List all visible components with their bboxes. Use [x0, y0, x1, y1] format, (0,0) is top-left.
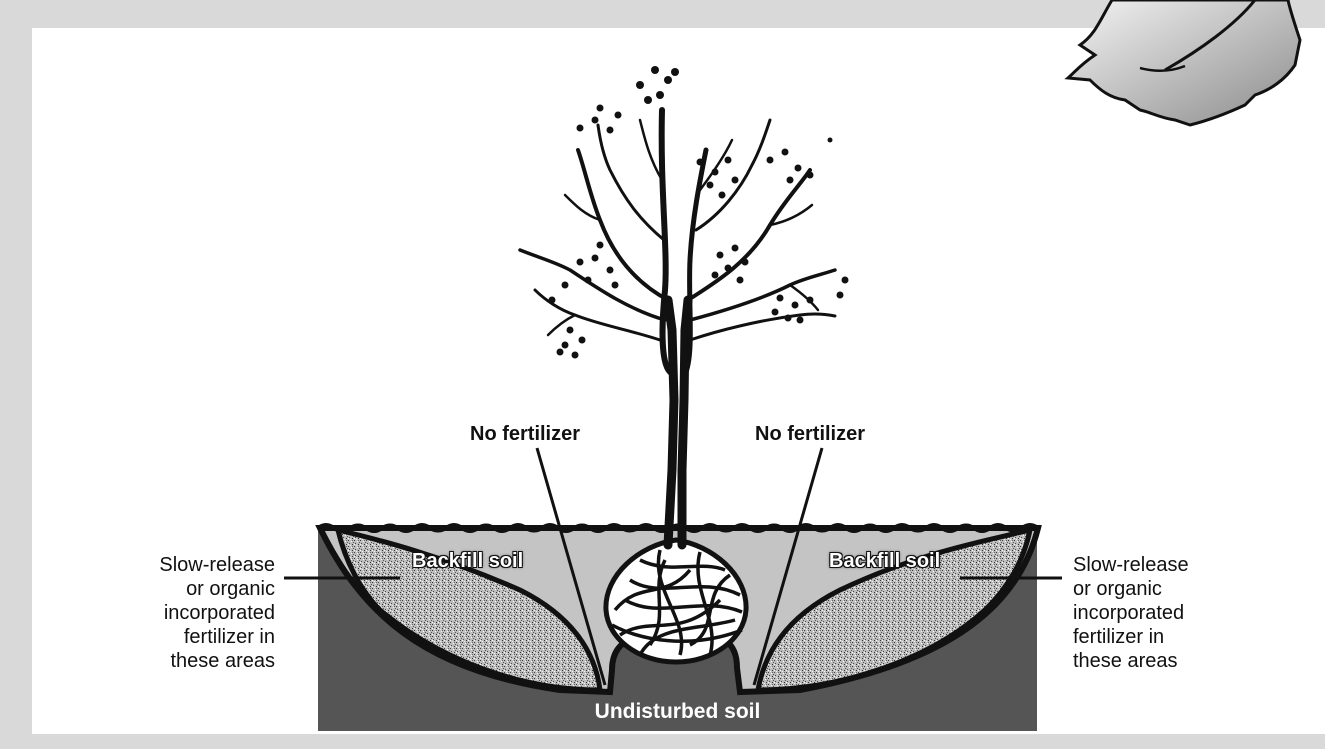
- fertilizer-area-label-left: Slow-release or organic incorporated fer…: [100, 553, 275, 673]
- backfill-soil-label-right: Backfill soil: [829, 550, 941, 572]
- no-fertilizer-label-right: No fertilizer: [755, 423, 866, 445]
- fertilizer-area-label-right: Slow-release or organic incorporated fer…: [1073, 553, 1273, 673]
- fertilizer-area-line: incorporated: [1073, 602, 1185, 624]
- tree-buds: [548, 66, 849, 359]
- backfill-area-left: [334, 526, 603, 693]
- undisturbed-soil-label: Undisturbed soil: [594, 700, 761, 723]
- backfill-soil-label-left: Backfill soil: [412, 550, 524, 572]
- fertilizer-area-line: Slow-release: [1073, 554, 1189, 576]
- no-fertilizer-label-left: No fertilizer: [470, 423, 581, 445]
- fertilizer-area-line: these areas: [1073, 650, 1178, 672]
- leaf-icon: [1064, 0, 1302, 127]
- fertilizer-area-line: or organic: [186, 578, 275, 600]
- fertilizer-area-line: fertilizer in: [183, 626, 275, 648]
- backfill-area-right: [755, 526, 1034, 693]
- root-ball: [603, 537, 749, 665]
- fertilizer-area-line: or organic: [1073, 578, 1162, 600]
- fertilizer-area-line: these areas: [170, 650, 275, 672]
- fertilizer-area-line: incorporated: [163, 602, 275, 624]
- tree: [518, 107, 837, 550]
- fertilizer-area-line: Slow-release: [159, 554, 275, 576]
- fertilizer-area-line: fertilizer in: [1073, 626, 1165, 648]
- leader-lines: [284, 447, 1062, 686]
